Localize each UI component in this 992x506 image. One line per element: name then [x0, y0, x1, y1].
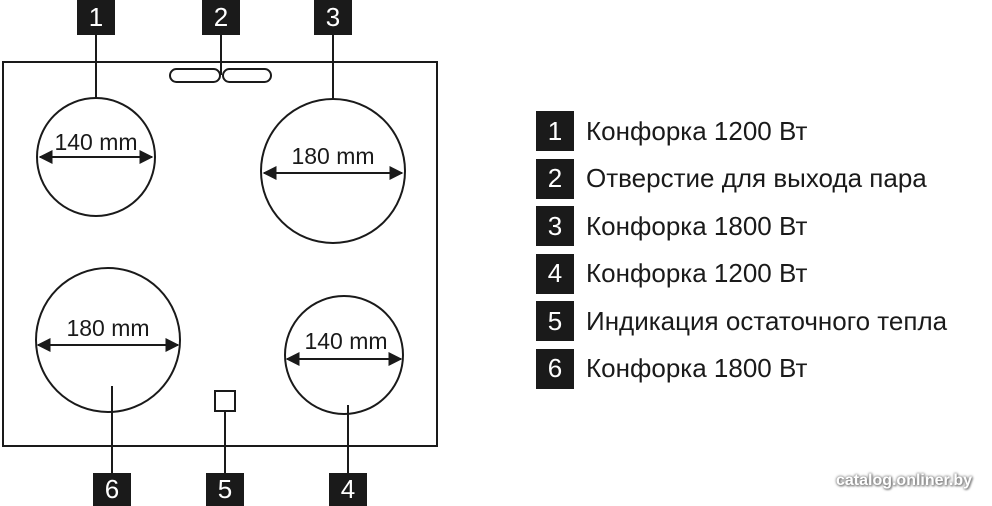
- svg-text:3: 3: [326, 2, 340, 32]
- zone-4-diameter-label: 140 mm: [304, 328, 387, 354]
- residual-heat-indicator: [214, 390, 236, 412]
- callout-6: 6: [93, 473, 131, 506]
- svg-text:5: 5: [218, 474, 232, 504]
- svg-text:4: 4: [341, 474, 355, 504]
- cooking-zone-4: 140 mm: [284, 295, 404, 415]
- svg-text:6: 6: [105, 474, 119, 504]
- legend-badge: 3: [536, 206, 574, 246]
- legend: 1 Конфорка 1200 Вт 2 Отверстие для выход…: [536, 111, 947, 396]
- legend-text: Конфорка 1800 Вт: [586, 353, 808, 383]
- callout-4: 4: [329, 473, 367, 506]
- zone-3-diameter-label: 180 mm: [291, 143, 374, 169]
- legend-text: Конфорка 1200 Вт: [586, 258, 808, 288]
- callout-5: 5: [206, 473, 244, 506]
- legend-item: 5 Индикация остаточного тепла: [536, 301, 947, 341]
- legend-text: Конфорка 1200 Вт: [586, 115, 808, 146]
- legend-item: 3 Конфорка 1800 Вт: [536, 206, 947, 246]
- legend-badge: 1: [536, 111, 574, 151]
- zone-6-diameter-label: 180 mm: [66, 315, 149, 341]
- legend-badge: 4: [536, 253, 574, 294]
- legend-item: 1 Конфорка 1200 Вт: [536, 111, 947, 151]
- legend-item: 6 Конфорка 1800 Вт: [536, 348, 947, 389]
- hob-outline: [2, 61, 438, 447]
- cooking-zone-3: 180 mm: [260, 98, 406, 244]
- watermark: catalog.onliner.by: [835, 472, 972, 489]
- legend-badge: 5: [536, 301, 574, 341]
- callout-1: 1: [77, 0, 115, 35]
- steam-vent-right: [222, 68, 272, 83]
- zone-1-diameter-label: 140 mm: [54, 129, 137, 155]
- legend-badge: 6: [536, 348, 574, 389]
- svg-text:2: 2: [214, 2, 228, 32]
- legend-text: Конфорка 1800 Вт: [586, 210, 808, 241]
- steam-vent-left: [169, 68, 221, 83]
- callout-2: 2: [202, 0, 240, 35]
- legend-text: Отверстие для выхода пара: [586, 163, 927, 193]
- cooking-zone-1: 140 mm: [36, 97, 156, 217]
- legend-text: Индикация остаточного тепла: [586, 305, 948, 336]
- svg-text:1: 1: [89, 2, 103, 32]
- cooking-zone-6: 180 mm: [35, 267, 181, 413]
- legend-item: 4 Конфорка 1200 Вт: [536, 253, 947, 294]
- legend-badge: 2: [536, 158, 574, 199]
- legend-item: 2 Отверстие для выхода пара: [536, 158, 947, 199]
- leader-lines: [95, 35, 349, 473]
- callout-3: 3: [314, 0, 352, 35]
